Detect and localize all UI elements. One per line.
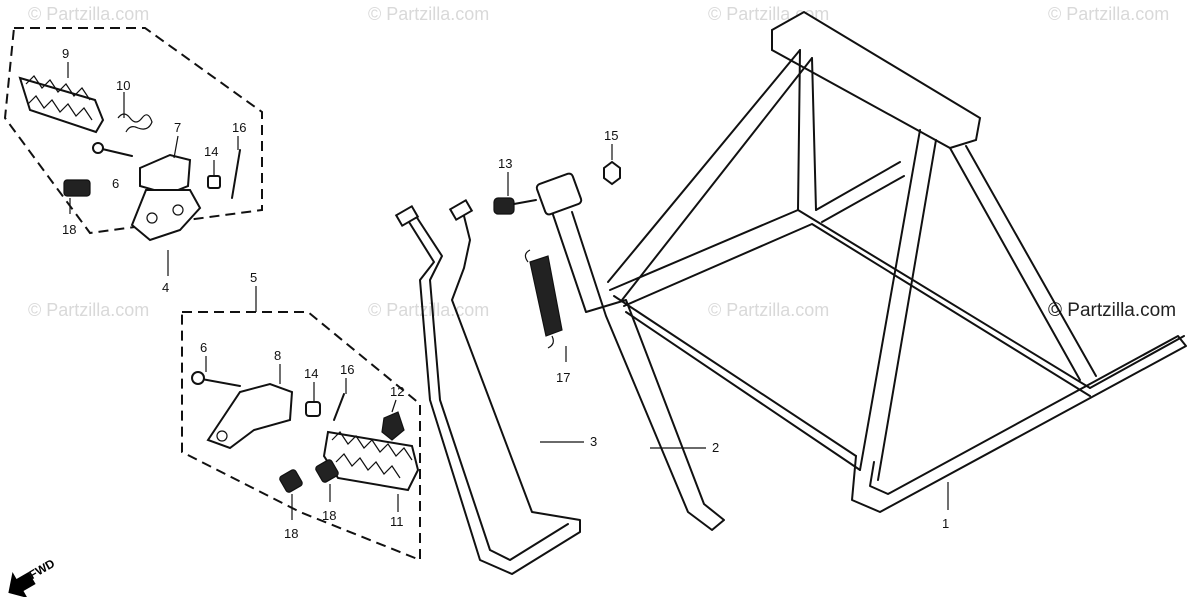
stand-tip — [394, 204, 420, 228]
bolt — [63, 179, 91, 197]
footpeg — [18, 76, 105, 134]
holder-hole — [216, 430, 228, 442]
stand-front-u — [851, 335, 1187, 513]
watermark: © Partzilla.com — [368, 4, 489, 24]
callout-6: 6 — [200, 340, 207, 355]
stand-base — [613, 295, 861, 471]
stand-leg — [797, 49, 817, 211]
nut-15: 15 — [603, 128, 621, 186]
bolt-head — [493, 197, 515, 215]
stand-bracket — [535, 172, 583, 216]
footpeg-teeth — [335, 453, 401, 479]
footpeg — [322, 430, 420, 492]
bolt-13: 13 — [493, 156, 537, 215]
stand-leg — [949, 145, 1097, 381]
callout-2: 2 — [712, 440, 719, 455]
callout-16: 16 — [340, 362, 354, 377]
footpeg-teeth — [27, 95, 93, 121]
fwd-label: FWD — [27, 556, 58, 582]
assembly-border — [181, 311, 421, 562]
footpeg-teeth — [25, 75, 91, 101]
callout-14: 14 — [304, 366, 318, 381]
callout-3: 3 — [590, 434, 597, 449]
leader — [391, 399, 397, 413]
bolt-shaft — [513, 199, 537, 205]
stand-tube — [403, 207, 581, 575]
fwd-indicator: FWD — [8, 556, 58, 597]
holder-hole — [172, 204, 184, 216]
stand-top-channel — [771, 10, 982, 150]
stand-tube — [411, 209, 569, 561]
stand-2: 2 — [535, 172, 725, 531]
nut — [305, 401, 321, 417]
stand-leg — [607, 49, 813, 301]
pin-head — [92, 142, 104, 154]
pin-head — [191, 371, 205, 385]
stand-bar — [545, 193, 725, 531]
cotter-pin — [333, 393, 345, 421]
callout-10: 10 — [116, 78, 130, 93]
callout-18: 18 — [284, 526, 298, 541]
leader — [173, 135, 179, 159]
callout-7: 7 — [174, 120, 181, 135]
watermark: © Partzilla.com — [28, 4, 149, 24]
footpeg-holder — [130, 189, 202, 242]
watermark: © Partzilla.com — [708, 300, 829, 320]
stand-3: 3 — [394, 198, 597, 575]
watermark: © Partzilla.com — [1048, 4, 1169, 24]
footpeg-holder — [206, 382, 294, 450]
spring-17: 17 — [524, 249, 570, 385]
spring — [117, 113, 153, 133]
watermark: © Partzilla.com — [368, 300, 489, 320]
callout-14: 14 — [204, 144, 218, 159]
callout-13: 13 — [498, 156, 512, 171]
watermark-main: © Partzilla.com — [1048, 300, 1176, 321]
callout-5: 5 — [250, 270, 257, 285]
callout-11: 11 — [390, 514, 404, 529]
main-stand-1: 1 — [607, 10, 1187, 531]
fwd-arrow-icon — [8, 571, 36, 597]
stand-tip — [448, 198, 474, 222]
footpeg-teeth — [331, 431, 413, 461]
stand-cross-tube — [815, 161, 905, 223]
callout-18: 18 — [62, 222, 76, 237]
watermark: © Partzilla.com — [28, 300, 149, 320]
nut-body — [603, 160, 621, 186]
callout-12: 12 — [390, 384, 404, 399]
cotter-pin — [231, 149, 241, 199]
footpeg-assembly-right: 5 6 8 14 16 12 18 18 11 — [181, 270, 421, 562]
callout-4: 4 — [162, 280, 169, 295]
stand-leg — [859, 129, 937, 481]
footpeg-assembly-left: 9 10 7 16 14 6 18 4 — [3, 27, 263, 295]
bracket — [139, 153, 192, 196]
callout-18: 18 — [322, 508, 336, 523]
callout-9: 9 — [62, 46, 69, 61]
callout-6: 6 — [112, 176, 119, 191]
bolt — [279, 469, 303, 493]
holder-hole — [146, 212, 158, 224]
nut — [207, 175, 221, 189]
spring — [381, 411, 405, 441]
stand-base — [609, 209, 1091, 389]
callout-16: 16 — [232, 120, 246, 135]
spring-body — [529, 255, 563, 337]
stand-base — [623, 223, 1091, 397]
stand-front-u — [1089, 335, 1185, 389]
callout-1: 1 — [942, 516, 949, 531]
callout-8: 8 — [274, 348, 281, 363]
bolt — [315, 459, 339, 483]
assembly-border — [3, 27, 263, 235]
spring-hooks — [524, 249, 554, 349]
callout-15: 15 — [604, 128, 618, 143]
callout-17: 17 — [556, 370, 570, 385]
